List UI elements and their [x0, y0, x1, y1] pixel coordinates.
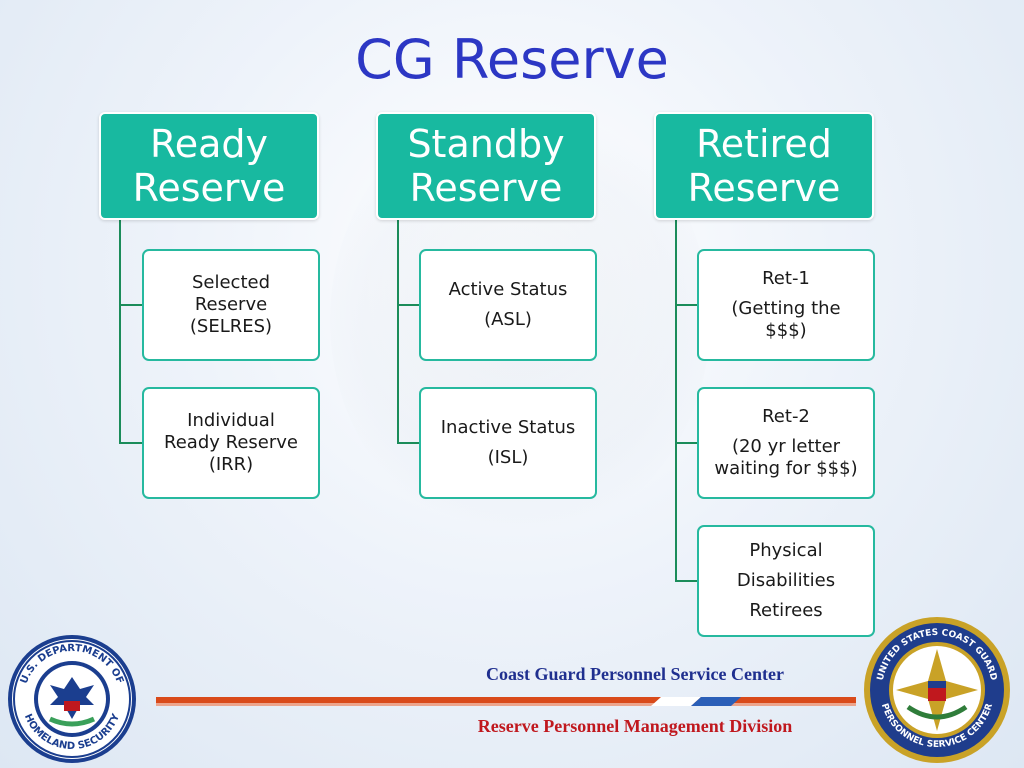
footer-organization-name: Coast Guard Personnel Service Center — [486, 664, 784, 684]
connector-horizontal — [119, 442, 143, 444]
connector-horizontal — [675, 442, 699, 444]
footer-divider-stripe — [156, 697, 856, 706]
page-title: CG Reserve — [355, 28, 669, 91]
connector-horizontal — [675, 580, 699, 582]
dhs-seal-logo: U.S. DEPARTMENT OF HOMELAND SECURITY — [8, 635, 136, 763]
node-ret-1: Ret-1 (Getting the $$$) — [697, 249, 875, 361]
header-ready-reserve: Ready Reserve — [99, 112, 319, 220]
connector-vertical — [397, 220, 399, 444]
connector-horizontal — [397, 304, 421, 306]
connector-vertical — [675, 220, 677, 582]
header-standby-reserve: Standby Reserve — [376, 112, 596, 220]
connector-horizontal — [675, 304, 699, 306]
coast-guard-psc-seal-logo: UNITED STATES COAST GUARD PERSONNEL SERV… — [864, 617, 1010, 763]
node-inactive-status: Inactive Status (ISL) — [419, 387, 597, 499]
node-ret-2: Ret-2 (20 yr letter waiting for $$$) — [697, 387, 875, 499]
node-individual-ready-reserve: Individual Ready Reserve (IRR) — [142, 387, 320, 499]
node-active-status: Active Status (ASL) — [419, 249, 597, 361]
node-selected-reserve: Selected Reserve (SELRES) — [142, 249, 320, 361]
connector-vertical — [119, 220, 121, 444]
connector-horizontal — [397, 442, 421, 444]
header-retired-reserve: Retired Reserve — [654, 112, 874, 220]
footer-division-name: Reserve Personnel Management Division — [477, 716, 793, 736]
node-physical-disabilities-retirees: Physical Disabilities Retirees — [697, 525, 875, 637]
connector-horizontal — [119, 304, 143, 306]
